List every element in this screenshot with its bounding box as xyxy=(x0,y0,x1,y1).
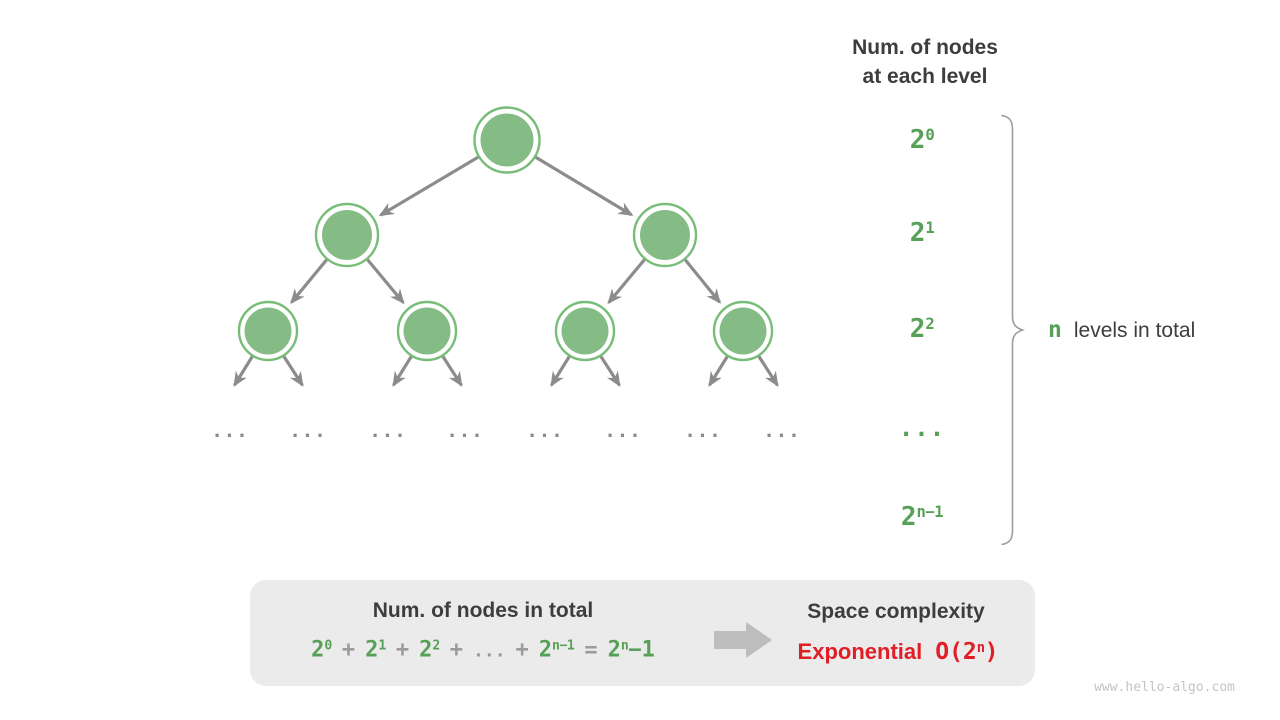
column-header: Num. of nodes at each level xyxy=(852,33,998,91)
leaf-arrows xyxy=(233,354,779,387)
level-count-base: 2 xyxy=(909,314,926,344)
formula-result: 2n−1 xyxy=(607,637,655,663)
plus-operator: + xyxy=(341,637,356,663)
plus-operator: + xyxy=(449,637,464,663)
leaf-ellipsis: ... xyxy=(211,420,249,442)
level-count-base: 2 xyxy=(909,218,926,248)
leaf-arrow xyxy=(233,354,255,387)
level-count-ellipsis: ... xyxy=(899,414,945,442)
leaf-ellipsis: ... xyxy=(684,420,722,442)
level-count-2-2: 22 xyxy=(910,314,935,344)
formula-ellipsis: ... xyxy=(473,640,506,662)
edge-l2l-a xyxy=(290,258,328,304)
leaf-ellipsis: ... xyxy=(763,420,801,442)
edge-root-left xyxy=(378,155,480,217)
level-count-base: 2 xyxy=(909,125,926,155)
level-count-2-0: 20 xyxy=(910,125,935,155)
level-count-exp: n−1 xyxy=(916,502,944,521)
tree-node xyxy=(396,300,458,362)
leaf-arrow xyxy=(550,354,572,387)
level-count-exp: 2 xyxy=(925,314,935,333)
watermark: www.hello-algo.com xyxy=(1094,680,1235,695)
leaf-arrow xyxy=(392,354,414,387)
total-nodes-title: Num. of nodes in total xyxy=(372,599,594,622)
complexity-result: Exponential O(2n) xyxy=(798,639,999,665)
leaf-arrow xyxy=(441,354,463,387)
tree-node-root xyxy=(473,106,541,174)
edge-root-right xyxy=(534,155,634,217)
leaf-arrow xyxy=(599,354,621,387)
formula-term: 22 xyxy=(419,637,440,663)
level-count-2-1: 21 xyxy=(910,218,935,248)
space-complexity-title: Space complexity xyxy=(807,600,985,623)
implies-arrow-icon xyxy=(714,622,772,658)
leaf-arrow xyxy=(757,354,779,387)
levels-brace xyxy=(1001,114,1026,546)
level-count-base: 2 xyxy=(900,502,917,532)
formula-term: 2n−1 xyxy=(538,637,575,663)
formula-term: 20 xyxy=(311,637,332,663)
leaf-ellipsis: ... xyxy=(446,420,484,442)
level-count-exp: 1 xyxy=(925,218,935,237)
level-count-exp: 0 xyxy=(925,125,935,144)
plus-operator: + xyxy=(395,637,410,663)
column-header-line2: at each level xyxy=(862,65,988,88)
summary-box xyxy=(250,580,1035,686)
levels-total-n: n xyxy=(1048,317,1062,343)
ellipsis-text: ... xyxy=(898,414,946,442)
leaf-arrow xyxy=(282,354,304,387)
tree-nodes xyxy=(237,106,774,362)
complexity-word: Exponential xyxy=(797,639,923,664)
levels-total-text: levels in total xyxy=(1073,319,1196,342)
edge-l2r-d xyxy=(683,258,721,304)
tree-node xyxy=(632,202,698,268)
leaf-ellipsis: ... xyxy=(604,420,642,442)
tree-node xyxy=(712,300,774,362)
tree-node xyxy=(237,300,299,362)
levels-total-label: n levels in total xyxy=(1048,317,1195,343)
complexity-big-o: O(2n) xyxy=(935,639,999,665)
edge-l2l-b xyxy=(366,258,405,305)
leaf-ellipsis: ... xyxy=(289,420,327,442)
formula-term: 21 xyxy=(365,637,386,663)
tree-node xyxy=(554,300,616,362)
leaf-ellipsis: ... xyxy=(369,420,407,442)
leaf-arrow xyxy=(708,354,730,387)
tree-node xyxy=(314,202,380,268)
tree-edges xyxy=(290,155,721,305)
column-header-line1: Num. of nodes xyxy=(852,36,998,59)
level-count-2-n-1: 2n−1 xyxy=(900,502,944,532)
equals-operator: = xyxy=(584,637,598,663)
edge-l2r-c xyxy=(607,258,646,305)
plus-operator: + xyxy=(515,637,529,663)
total-nodes-formula: 20 + 21 + 22 + ... + 2n−1 = 2n−1 xyxy=(311,638,655,663)
leaf-ellipsis: ... xyxy=(526,420,564,442)
